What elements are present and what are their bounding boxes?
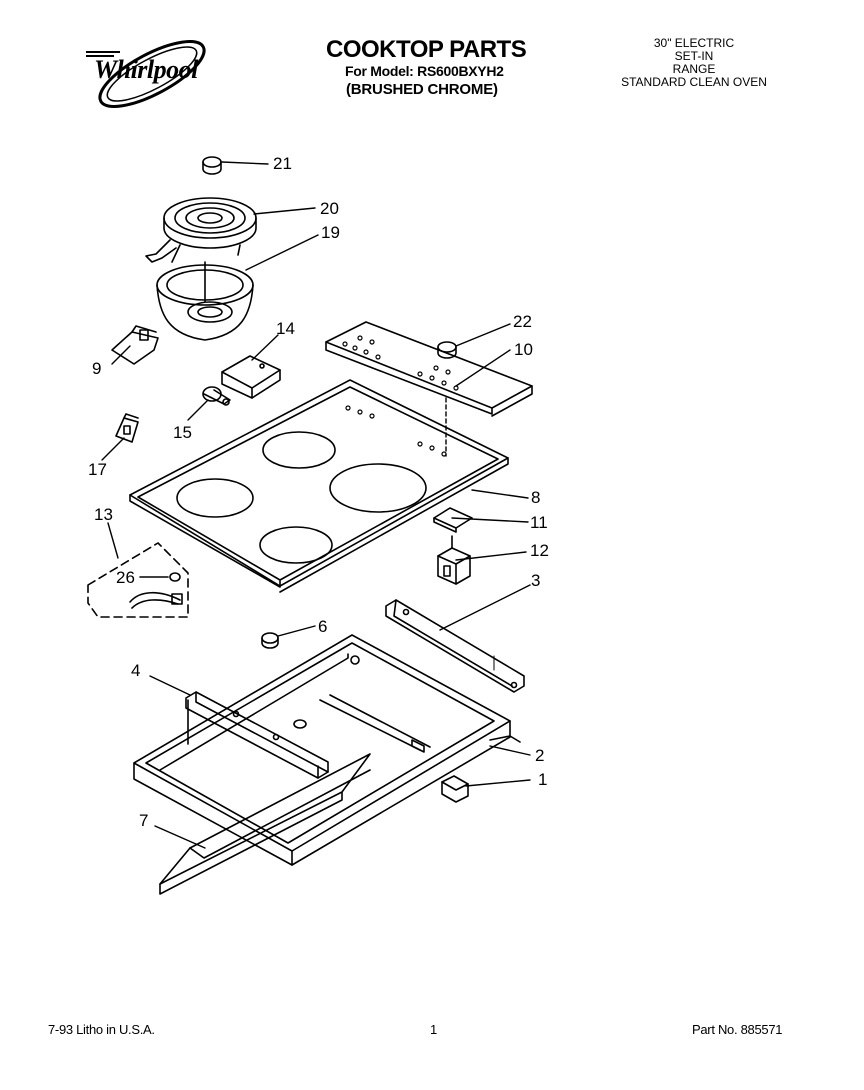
part-1-bracket <box>441 775 469 803</box>
part-26-screw <box>139 572 181 582</box>
callout-22: 22 <box>513 312 532 331</box>
callout-14: 14 <box>276 319 295 338</box>
callout-15: 15 <box>173 423 192 442</box>
part-19-drip-bowl <box>156 261 254 341</box>
callout-9: 9 <box>92 359 102 378</box>
spec-line-4: STANDARD CLEAN OVEN <box>621 75 767 89</box>
part-22-knob <box>437 341 457 359</box>
part-6-grommet <box>261 632 279 649</box>
part-2-burner-box <box>133 634 521 866</box>
callout-10: 10 <box>514 340 533 359</box>
spec-line-2: SET-IN <box>674 49 714 63</box>
part-7-front-trim <box>159 753 371 895</box>
part-10-control-panel <box>325 321 533 417</box>
part-14-bracket <box>221 355 281 399</box>
callout-20: 20 <box>320 199 339 218</box>
finish-label: (BRUSHED CHROME) <box>346 81 498 98</box>
callout-11: 11 <box>530 513 548 532</box>
callout-13: 13 <box>94 505 113 524</box>
page-number: 1 <box>430 1022 438 1037</box>
callout-3: 3 <box>531 571 541 590</box>
callout-17: 17 <box>88 460 107 479</box>
callout-4: 4 <box>131 661 141 680</box>
callout-6: 6 <box>318 617 328 636</box>
callout-12: 12 <box>530 541 549 560</box>
callout-26: 26 <box>116 568 135 587</box>
footer-litho: 7-93 Litho in U.S.A. <box>48 1022 155 1037</box>
spec-line-1: 30" ELECTRIC <box>653 36 735 50</box>
spec-line-3: RANGE <box>672 62 716 76</box>
callout-19: 19 <box>321 223 340 242</box>
model-line: For Model: RS600BXYH2 <box>345 63 504 79</box>
part-21-knob <box>202 156 222 175</box>
callout-7: 7 <box>139 811 149 830</box>
part-17-clip <box>115 413 139 443</box>
part-9-receptacle <box>111 325 159 365</box>
part-15-switch <box>202 386 231 406</box>
brand-name: Whirlpool <box>94 55 198 84</box>
part-13-wiring-kit <box>87 542 189 618</box>
page-title: COOKTOP PARTS <box>326 36 527 63</box>
part-11-plate <box>433 507 473 533</box>
part-number: Part No. 885571 <box>692 1022 783 1037</box>
whirlpool-logo <box>86 40 206 108</box>
callout-21: 21 <box>273 154 292 173</box>
callout-1: 1 <box>538 770 548 789</box>
part-12-terminal-block <box>437 535 471 585</box>
part-8-cooktop <box>129 379 509 593</box>
part-4-front-rail <box>185 691 329 779</box>
part-3-rear-rail <box>385 599 525 693</box>
callout-2: 2 <box>535 746 545 765</box>
callout-8: 8 <box>531 488 541 507</box>
part-20-surface-element <box>145 197 257 263</box>
